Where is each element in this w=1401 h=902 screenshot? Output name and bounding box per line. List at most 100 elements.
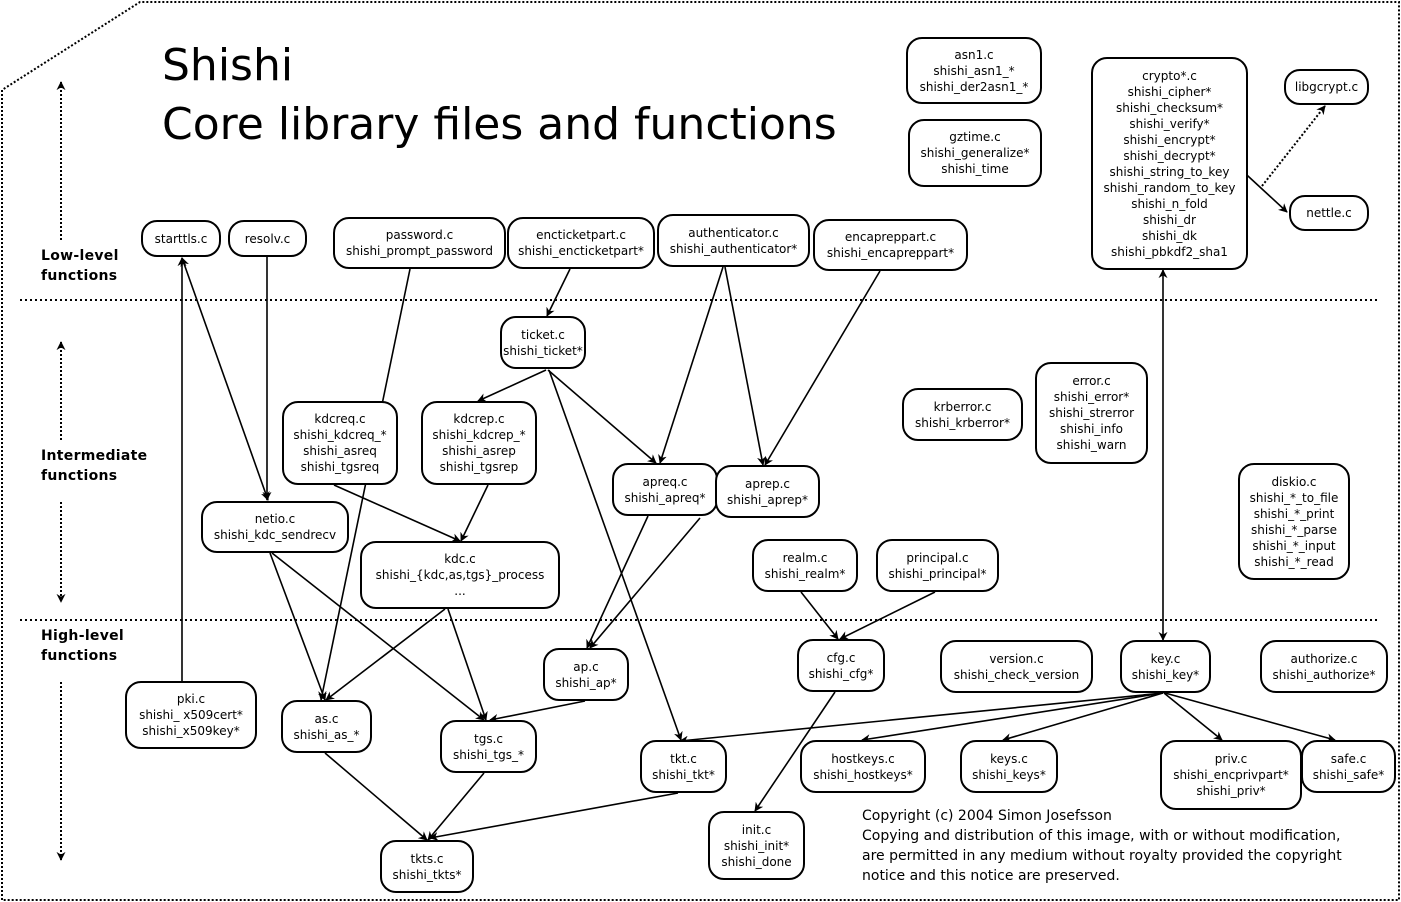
edge-aprep-to-ap [589,517,701,649]
node-function: shishi_cipher* [1127,84,1212,99]
node-filename: apreq.c [642,474,688,489]
copyright-line-1: Copyright (c) 2004 Simon Josefsson [862,808,1112,824]
edge-kdcrep-to-kdc [460,484,489,542]
node-function: shishi_dk [1142,228,1197,243]
diagram-subtitle: Core library files and functions [162,99,837,150]
node-function: shishi_*_print [1253,506,1335,521]
node-filename: realm.c [782,550,828,565]
node-filename: authorize.c [1290,651,1358,666]
node-filename: nettle.c [1306,206,1352,220]
edge-authenticator-to-apreq [658,266,724,464]
node-function: shishi_x509key* [142,724,240,738]
edge-kdcreq-to-kdc [333,484,461,542]
node-filename: password.c [385,228,454,242]
node-function: shishi_{kdc,as,tgs}_process [375,568,545,582]
edge-realm-to-cfg [800,591,839,640]
edge-tgs-to-tkts [427,772,485,841]
node-filename: tgs.c [474,731,503,746]
edge-key-to-keys [1002,692,1164,743]
node-function: shishi_verify* [1129,116,1210,131]
node-function: shishi_kdcreq_* [293,428,387,442]
copyright-line-4: notice and this notice are preserved. [862,868,1120,884]
node-function: shishi_apreq* [624,490,706,505]
edge-as-to-tkts [324,752,428,841]
node-function: shishi_encrypt* [1123,132,1216,147]
node-function: shishi_krberror* [915,415,1010,430]
edge-ticket-to-kdcrep [477,369,547,402]
node-function: shishi_tgs_* [453,747,524,762]
node-filename: version.c [989,651,1044,666]
edge-apreq-to-ap [586,515,649,649]
edge-ticket-to-apreq [547,369,657,464]
node-function: shishi_tkts* [392,867,462,882]
node-filename: safe.c [1330,751,1367,766]
node-function: shishi_decrypt* [1123,148,1216,163]
high-level-label: High-level functions [41,626,124,666]
node-filename: diskio.c [1271,474,1317,489]
node-filename: libgcrypt.c [1294,80,1359,94]
node-function: shishi_realm* [764,566,846,581]
node-filename: asn1.c [954,47,994,62]
edge-cfg-to-init [754,691,836,812]
node-function: shishi_*_read [1254,554,1334,569]
node-gztime: gztime.c shishi_generalize* shishi_time [908,119,1042,187]
node-function: shishi_string_to_key [1109,164,1230,179]
node-function: shishi_time [941,162,1009,176]
node-filename: kdc.c [444,552,476,566]
node-filename: as.c [314,711,339,726]
edge-key-to-priv [1163,692,1223,741]
edge-crypto-to-libgcrypt [1261,105,1326,187]
node-function: shishi_asrep [442,444,516,458]
edge-kdc-to-as [325,608,446,701]
node-filename: tkt.c [670,751,697,766]
node-function: shishi_key* [1131,667,1200,682]
low-level-label: Low-level functions [41,246,119,286]
node-filename: cfg.c [826,650,856,665]
node-filename: aprep.c [744,476,791,491]
node-filename: pki.c [176,692,206,706]
node-starttls: starttls.c [141,220,221,257]
node-function: shishi_prompt_password [346,244,493,258]
node-filename: encticketpart.c [536,228,626,242]
node-function: shishi_ x509cert* [139,708,243,722]
node-function: shishi_generalize* [920,146,1030,160]
node-function: shishi_pbkdf2_sha1 [1111,244,1228,259]
node-function: shishi_info [1060,422,1123,436]
node-function: shishi_keys* [972,767,1046,782]
high-level-label-line2: functions [41,648,118,664]
node-filename: init.c [741,822,772,837]
node-filename: crypto*.c [1142,68,1197,83]
edges-group [177,105,1336,841]
node-resolv: resolv.c [228,220,307,257]
node-filename: starttls.c [154,231,208,246]
node-filename: keys.c [990,751,1028,766]
edge-netio-to-tgs [271,552,485,721]
node-function: shishi_n_fold [1131,196,1208,211]
node-function: shishi_dr [1143,212,1196,227]
intermediate-level-label-line2: functions [41,468,118,484]
node-filename: encapreppart.c [844,230,937,244]
node-function: shishi_encapreppart* [826,246,955,260]
intermediate-level-label: Intermediate functions [41,446,147,486]
node-function: shishi_tgsreq [300,460,380,474]
node-function: shishi_ap* [555,675,617,690]
node-function: shishi_authenticator* [669,241,798,256]
node-function: shishi_strerror [1048,406,1135,420]
edge-principal-to-cfg [839,591,936,640]
edge-netio-to-as [269,552,327,701]
node-function: shishi_kdc_sendrecv [213,528,337,542]
node-filename: gztime.c [949,130,1001,144]
